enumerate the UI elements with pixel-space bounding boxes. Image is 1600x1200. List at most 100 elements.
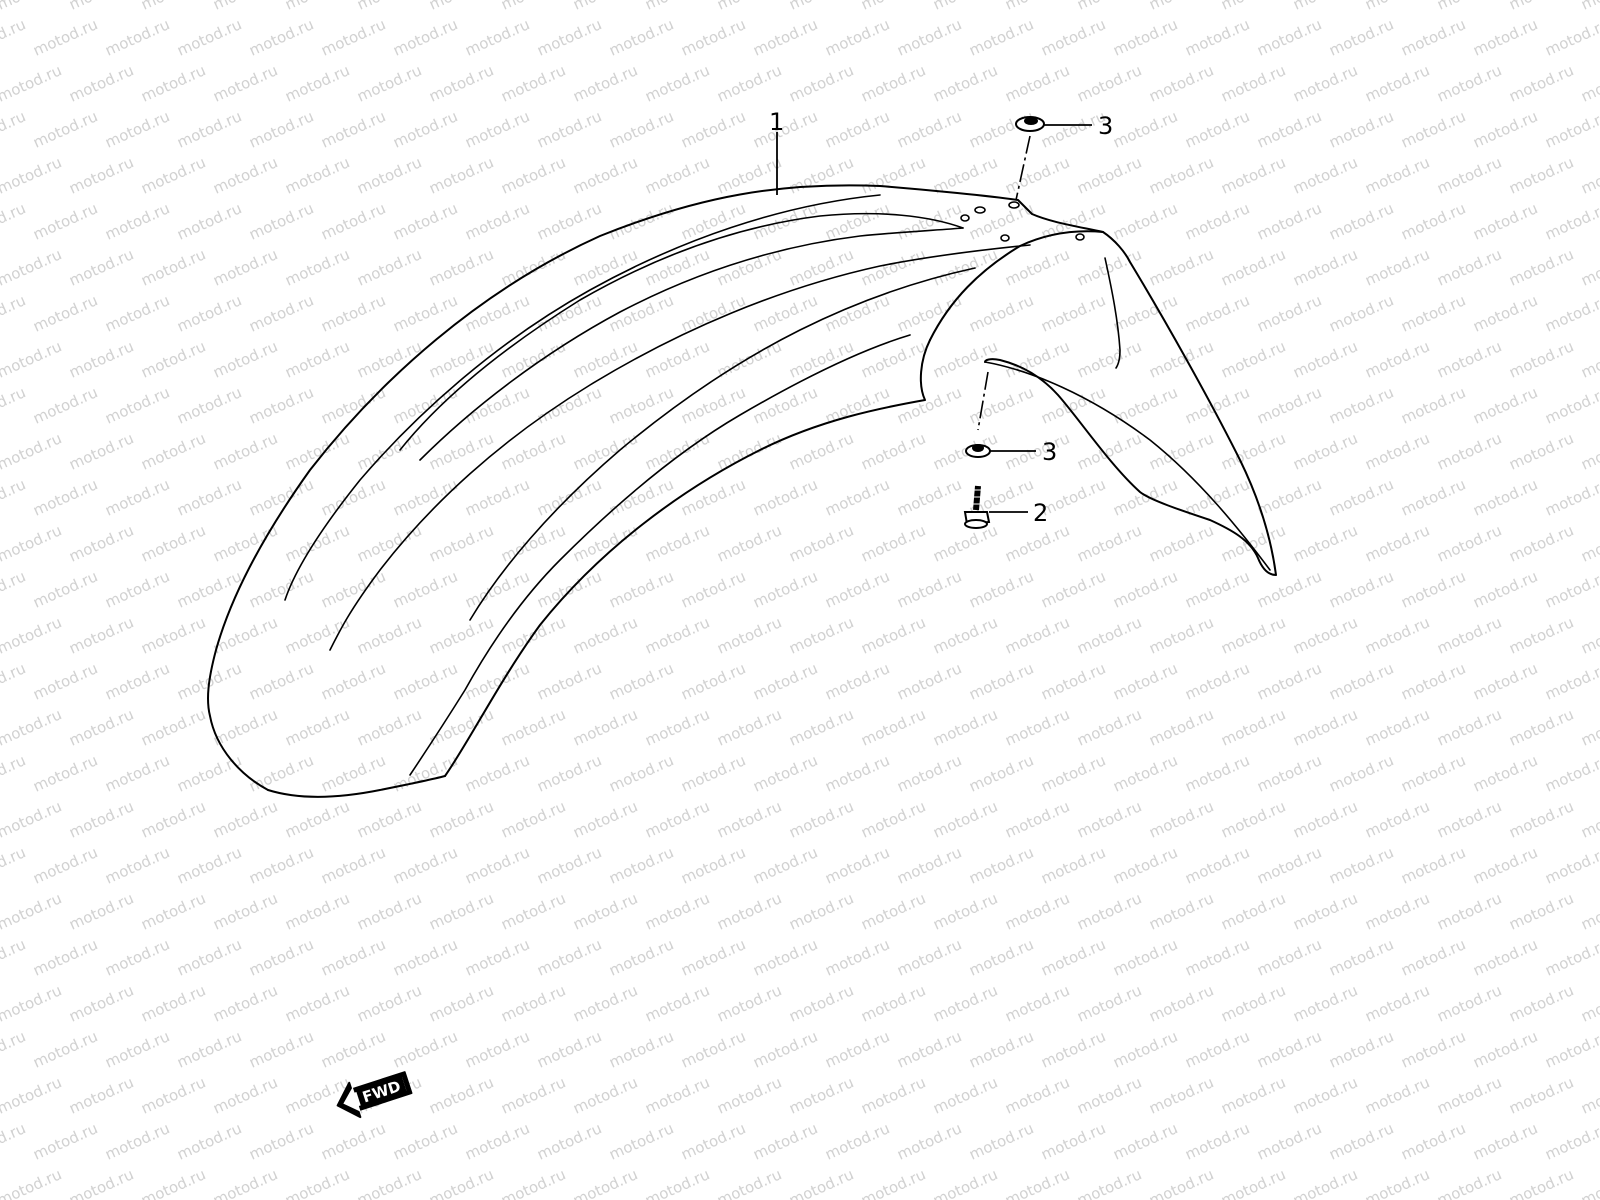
watermark-text: motod.ru: [858, 61, 928, 105]
watermark-text: motod.ru: [894, 567, 964, 611]
watermark-text: motod.ru: [1578, 1165, 1600, 1200]
watermark-text: motod.ru: [1074, 337, 1144, 381]
watermark-text: motod.ru: [570, 613, 640, 657]
watermark-text: motod.ru: [30, 567, 100, 611]
watermark-text: motod.ru: [642, 153, 712, 197]
watermark-text: motod.ru: [282, 705, 352, 749]
watermark-text: motod.ru: [390, 475, 460, 519]
watermark-text: motod.ru: [318, 1119, 388, 1163]
watermark-text: motod.ru: [642, 1073, 712, 1117]
watermark-text: motod.ru: [462, 199, 532, 243]
watermark-text: motod.ru: [678, 751, 748, 795]
watermark-text: motod.ru: [102, 291, 172, 335]
watermark-text: motod.ru: [1002, 0, 1072, 14]
watermark-text: motod.ru: [138, 889, 208, 933]
watermark-text: motod.ru: [642, 889, 712, 933]
watermark-text: motod.ru: [714, 1073, 784, 1117]
watermark-text: motod.ru: [246, 567, 316, 611]
watermark-text: motod.ru: [858, 0, 928, 14]
watermark-text: motod.ru: [1434, 245, 1504, 289]
watermark-text: motod.ru: [786, 613, 856, 657]
watermark-text: motod.ru: [138, 245, 208, 289]
watermark-text: motod.ru: [534, 1027, 604, 1071]
watermark-text: motod.ru: [606, 475, 676, 519]
fender-rear-tip: [267, 775, 446, 798]
watermark-text: motod.ru: [930, 981, 1000, 1025]
watermark-text: motod.ru: [786, 1073, 856, 1117]
watermark-text: motod.ru: [1542, 15, 1600, 59]
watermark-text: motod.ru: [0, 429, 64, 473]
watermark-text: motod.ru: [174, 383, 244, 427]
watermark-text: motod.ru: [30, 475, 100, 519]
watermark-text: motod.ru: [30, 291, 100, 335]
watermark-text: motod.ru: [750, 567, 820, 611]
watermark-text: motod.ru: [534, 107, 604, 151]
watermark-text: motod.ru: [642, 1165, 712, 1200]
watermark-text: motod.ru: [390, 751, 460, 795]
watermark-text: motod.ru: [66, 245, 136, 289]
watermark-text: motod.ru: [1254, 15, 1324, 59]
watermark-text: motod.ru: [786, 981, 856, 1025]
watermark-text: motod.ru: [426, 889, 496, 933]
watermark-text: motod.ru: [1326, 15, 1396, 59]
watermark-text: motod.ru: [894, 199, 964, 243]
watermark-text: motod.ru: [1218, 889, 1288, 933]
watermark-text: motod.ru: [966, 1119, 1036, 1163]
watermark-text: motod.ru: [1182, 107, 1252, 151]
watermark-text: motod.ru: [210, 889, 280, 933]
fender-top-channel: [399, 212, 964, 451]
watermark-text: motod.ru: [0, 843, 28, 887]
watermark-text: motod.ru: [606, 935, 676, 979]
watermark-text: motod.ru: [1146, 797, 1216, 841]
watermark-text: motod.ru: [1470, 15, 1540, 59]
watermark-text: motod.ru: [1542, 843, 1600, 887]
watermark-text: motod.ru: [1542, 935, 1600, 979]
watermark-text: motod.ru: [1218, 705, 1288, 749]
watermark-text: motod.ru: [1434, 613, 1504, 657]
watermark-text: motod.ru: [30, 659, 100, 703]
fender-front-underside: [984, 361, 1271, 571]
watermark-text: motod.ru: [0, 1073, 64, 1117]
watermark-text: motod.ru: [858, 153, 928, 197]
watermark-text: motod.ru: [1002, 1165, 1072, 1200]
watermark-text: motod.ru: [1578, 61, 1600, 105]
watermark-text: motod.ru: [1110, 107, 1180, 151]
watermark-text: motod.ru: [0, 153, 64, 197]
watermark-text: motod.ru: [678, 107, 748, 151]
watermark-text: motod.ru: [0, 751, 28, 795]
watermark-text: motod.ru: [282, 521, 352, 565]
watermark-text: motod.ru: [1074, 429, 1144, 473]
watermark-text: motod.ru: [1182, 199, 1252, 243]
watermark-text: motod.ru: [498, 981, 568, 1025]
watermark-text: motod.ru: [966, 935, 1036, 979]
watermark-text: motod.ru: [1002, 797, 1072, 841]
watermark-text: motod.ru: [894, 935, 964, 979]
watermark-text: motod.ru: [1542, 1119, 1600, 1163]
watermark-text: motod.ru: [1470, 383, 1540, 427]
watermark-text: motod.ru: [462, 751, 532, 795]
watermark-text: motod.ru: [1578, 153, 1600, 197]
watermark-text: motod.ru: [1398, 15, 1468, 59]
watermark-text: motod.ru: [534, 199, 604, 243]
watermark-text: motod.ru: [1110, 1027, 1180, 1071]
watermark-text: motod.ru: [894, 15, 964, 59]
watermark-text: motod.ru: [1578, 521, 1600, 565]
watermark-text: motod.ru: [102, 383, 172, 427]
watermark-text: motod.ru: [318, 383, 388, 427]
watermark-text: motod.ru: [858, 613, 928, 657]
watermark-text: motod.ru: [426, 153, 496, 197]
watermark-text: motod.ru: [1254, 199, 1324, 243]
watermark-text: motod.ru: [1254, 567, 1324, 611]
watermark-text: motod.ru: [678, 383, 748, 427]
watermark-text: motod.ru: [102, 751, 172, 795]
watermark-text: motod.ru: [354, 429, 424, 473]
watermark-text: motod.ru: [642, 0, 712, 14]
watermark-text: motod.ru: [822, 107, 892, 151]
watermark-text: motod.ru: [678, 659, 748, 703]
watermark-text: motod.ru: [678, 1119, 748, 1163]
watermark-text: motod.ru: [1002, 337, 1072, 381]
watermark-text: motod.ru: [138, 0, 208, 14]
watermark-text: motod.ru: [66, 153, 136, 197]
